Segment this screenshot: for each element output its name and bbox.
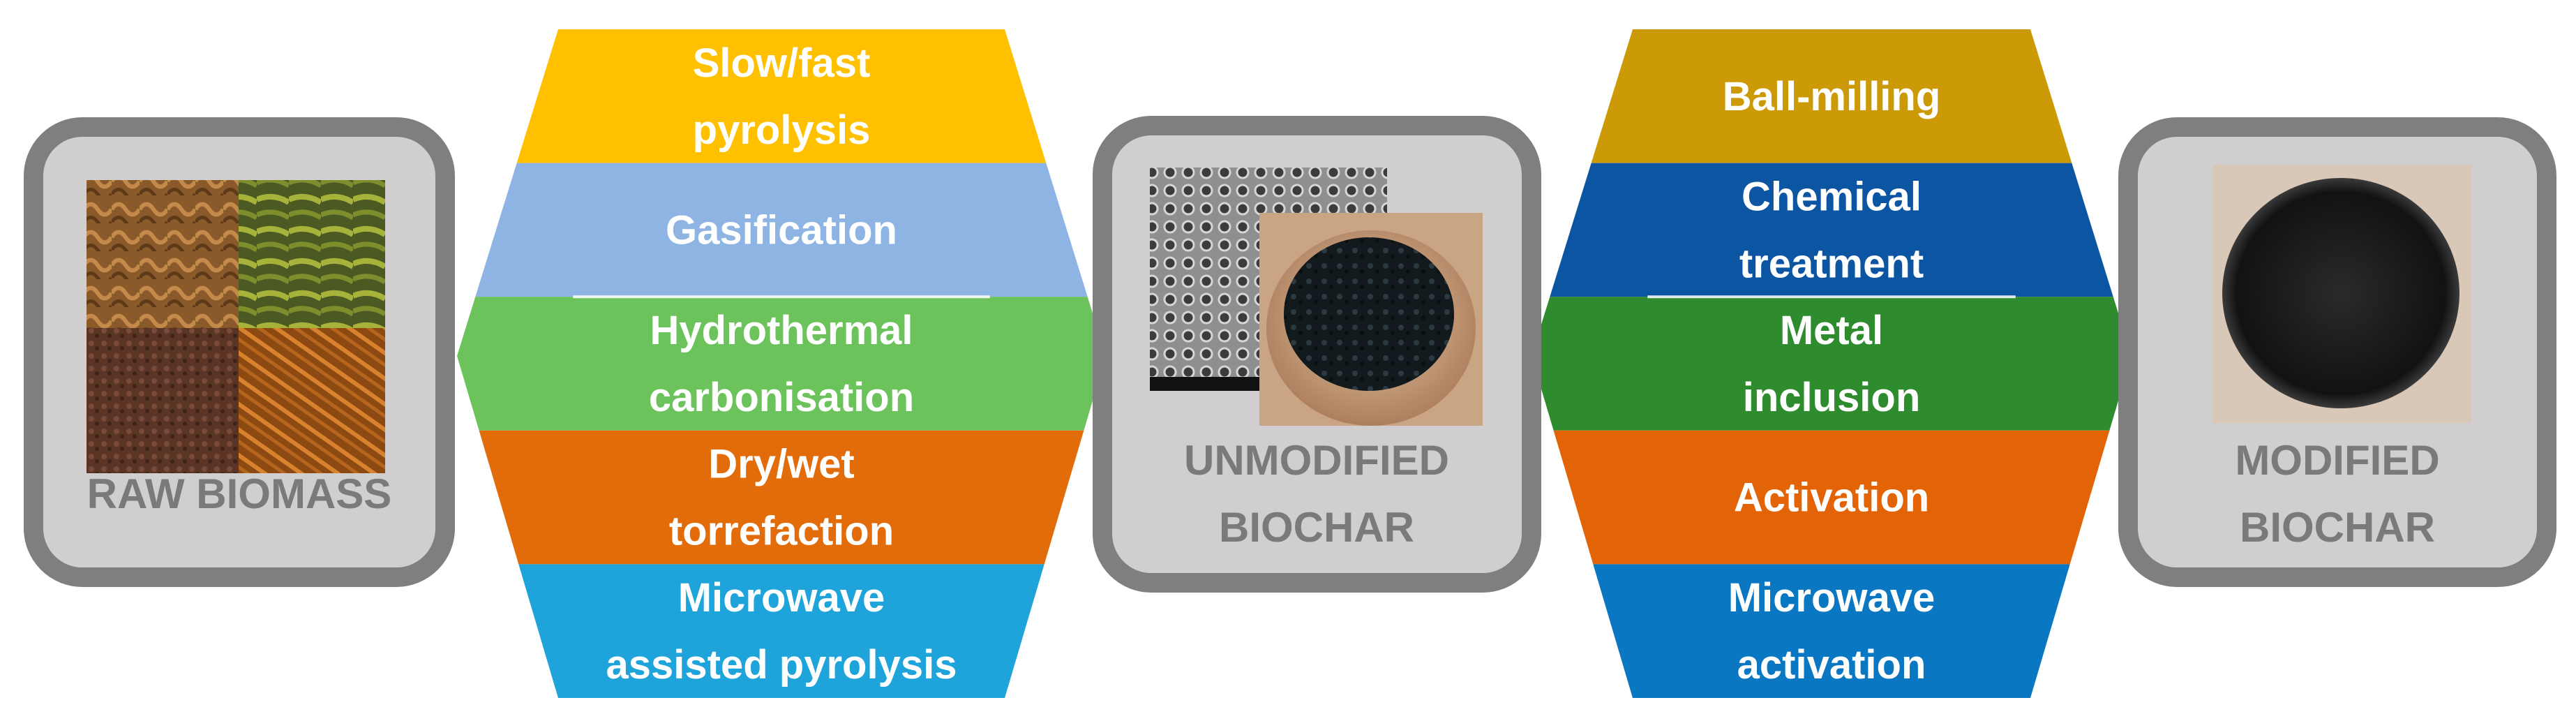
label-line: inclusion [1743,375,1921,420]
right-method-label-1: Ball-milling [1723,74,1941,119]
right-band-4 [1553,430,2110,565]
label-line: BIOCHAR [1219,504,1414,551]
label-line: pyrolysis [693,107,871,153]
label-line: Ball-milling [1723,74,1941,119]
label-line: Gasification [666,207,897,253]
raw-biomass-box: RAW BIOMASS [24,117,455,587]
label-line: Dry/wet [708,442,855,487]
label-line: RAW BIOMASS [87,470,392,517]
label-line: MODIFIED [2235,437,2439,484]
left-band-4 [479,430,1084,565]
label-line: torrefaction [669,509,894,554]
left-method-label-1: Slow/fast pyrolysis [693,40,871,153]
right-method-label-2: Chemical treatment [1739,174,1924,286]
right-band-5 [1593,564,2070,698]
label-line: treatment [1739,241,1924,286]
left-band-1 [516,29,1047,163]
left-method-label-2: Gasification [666,207,897,253]
left-band-5 [518,564,1044,698]
fern-photo [239,328,385,473]
label-line: activation [1737,642,1926,687]
raw-biomass-label: RAW BIOMASS [87,470,392,517]
right-method-label-3: Metal inclusion [1743,308,1921,420]
modified-biochar-box: MODIFIED BIOCHAR [2118,117,2556,587]
label-line: carbonisation [649,375,914,420]
left-method-label-3: Hydrothermal carbonisation [649,308,914,420]
label-line: Chemical [1742,174,1922,219]
dry-leaves-photo [87,180,239,328]
raw-biomass-photos [87,180,385,473]
right-method-label-4: Activation [1734,475,1929,521]
biochar-granules [1284,237,1454,391]
unmodified-biochar-label: UNMODIFIED BIOCHAR [1184,437,1449,551]
right-band-3 [1532,297,2132,431]
right-band-1 [1591,29,2072,163]
biochar-powder [2222,178,2459,408]
label-line: Hydrothermal [650,308,913,353]
left-method-bands: Slow/fast pyrolysisGasificationHydrotherm… [457,29,1106,698]
label-line: Activation [1734,475,1929,521]
seaweed-photo [239,180,385,328]
label-line: Microwave [678,575,885,620]
left-method-label-4: Dry/wet torrefaction [669,442,894,554]
left-method-label-5: Microwave assisted pyrolysis [606,575,957,687]
label-line: BIOCHAR [2240,504,2435,551]
modified-biochar-label: MODIFIED BIOCHAR [2235,437,2439,551]
label-line: assisted pyrolysis [606,642,957,687]
left-band-3 [457,297,1106,431]
right-method-label-5: Microwave activation [1728,575,1935,687]
label-line: Slow/fast [693,40,871,86]
fibre-photo [87,328,239,473]
left-band-2 [475,163,1088,297]
unmodified-biochar-photos [1150,168,1483,426]
right-band-2 [1550,163,2113,297]
label-line: UNMODIFIED [1184,437,1449,484]
label-line: Microwave [1728,575,1935,620]
label-line: Metal [1780,308,1883,353]
unmodified-biochar-box: UNMODIFIED BIOCHAR [1093,116,1541,593]
